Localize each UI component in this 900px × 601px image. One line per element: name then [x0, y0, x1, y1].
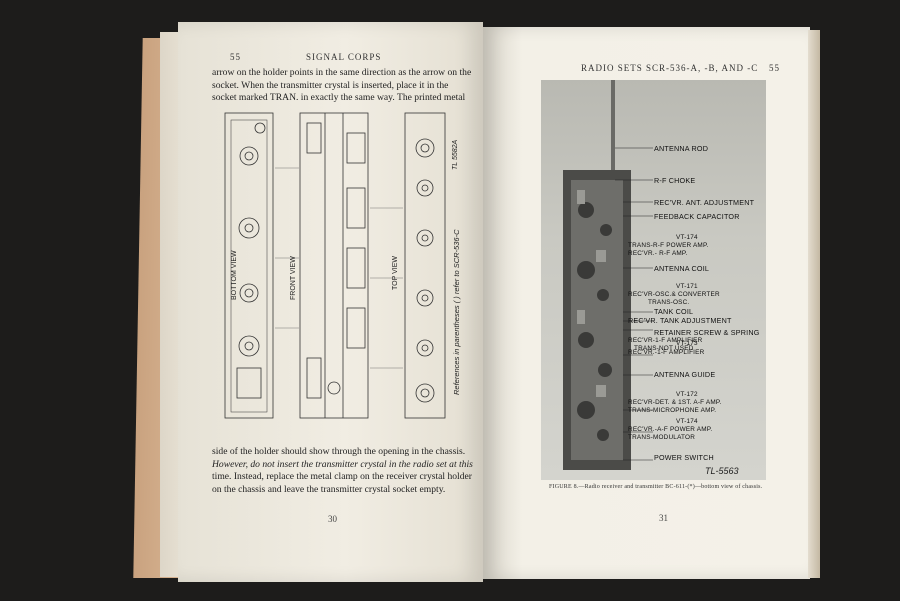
diagram-note: References in parentheses ( ) refer to S… [452, 229, 461, 396]
label-trans-not-used: TRANS-NOT USED [634, 345, 694, 352]
label-rf-choke: R-F CHOKE [654, 176, 696, 185]
top-view-title: TOP VIEW [392, 256, 399, 290]
label-recvr-det-af-amp: REC'VR-DET. & 1ST. A-F AMP. [628, 399, 722, 406]
label-recvr-tank-adjustment: REC'VR. TANK ADJUSTMENT [628, 316, 732, 325]
text-line: on the chassis and leave the transmitter… [212, 483, 446, 495]
label-power-switch: POWER SWITCH [654, 453, 714, 462]
left-page-number-top: 55 [230, 52, 241, 62]
photo-stamp: TL-5563 [705, 466, 739, 476]
label-vt173: VT-173 [676, 340, 698, 347]
label-vt174-a: VT-174 [676, 234, 698, 241]
label-trans-modulator: TRANS-MODULATOR [628, 434, 696, 441]
label-trans-osc: TRANS-OSC. [648, 299, 690, 306]
text-line: arrow on the holder points in the same d… [212, 67, 472, 78]
right-page-number-top: 55 [769, 63, 780, 73]
left-running-head: SIGNAL CORPS [306, 52, 382, 62]
figure-caption: FIGURE 8.—Radio receiver and transmitter… [549, 484, 763, 490]
chassis-layout-diagram [224, 112, 446, 419]
bottom-view-title: BOTTOM VIEW [231, 250, 238, 300]
label-trans-microphone-amp: TRANS-MICROPHONE AMP. [628, 407, 717, 414]
right-page-number-bottom: 31 [659, 513, 668, 523]
label-recvr-af-power-amp: REC'VR.-A-F POWER AMP. [628, 426, 713, 433]
text-line: time. Instead, replace the metal clamp o… [212, 471, 472, 483]
chassis-illustration [563, 80, 653, 470]
label-recvr-osc-converter: REC'VR-OSC.& CONVERTER [628, 291, 720, 298]
label-feedback-capacitor: FEEDBACK CAPACITOR [654, 212, 740, 221]
diagram-stamp: TL 5582A [452, 139, 459, 170]
label-recvr-if-amplifier-a: REC'VR-1-F AMPLIFIER [628, 337, 703, 344]
left-page-number-bottom: 30 [328, 514, 337, 524]
text-line: side of the holder should show through t… [212, 446, 466, 457]
chassis-photo [541, 80, 766, 480]
label-vt171: VT-171 [676, 283, 698, 290]
label-antenna-rod: ANTENNA ROD [654, 144, 709, 153]
label-vt172: VT-172 [676, 391, 698, 398]
text-line: However, do not insert the transmitter c… [212, 458, 473, 470]
text-line: socket marked TRAN. in exactly the same … [212, 92, 466, 104]
label-vt174-b: VT-174 [676, 418, 698, 425]
label-retainer-screw-spring: RETAINER SCREW & SPRING [654, 328, 760, 337]
label-trans-rf-power-amp: TRANS-R-F POWER AMP. [628, 242, 709, 249]
label-tank-coil: TANK COIL [654, 307, 694, 316]
right-page-stack-edge [808, 30, 820, 578]
label-recvr-if-amplifier-b: REC'VR.-1-F AMPLIFIER [628, 349, 705, 356]
right-running-head: RADIO SETS SCR-536-A, -B, AND -C [581, 63, 759, 73]
left-paragraph-1: arrow on the holder points in the same d… [212, 67, 482, 105]
front-view-title: FRONT VIEW [290, 256, 297, 300]
label-recvr-rf-amp: REC'VR.- R-F AMP. [628, 250, 688, 257]
left-paragraph-2: side of the holder should show through t… [212, 446, 482, 496]
text-line: socket. When the transmitter crystal is … [212, 79, 449, 91]
label-antenna-coil: ANTENNA COIL [654, 264, 710, 273]
label-recvr-ant-adjustment: REC'VR. ANT. ADJUSTMENT [654, 198, 755, 207]
label-antenna-guide: ANTENNA GUIDE [654, 370, 716, 379]
